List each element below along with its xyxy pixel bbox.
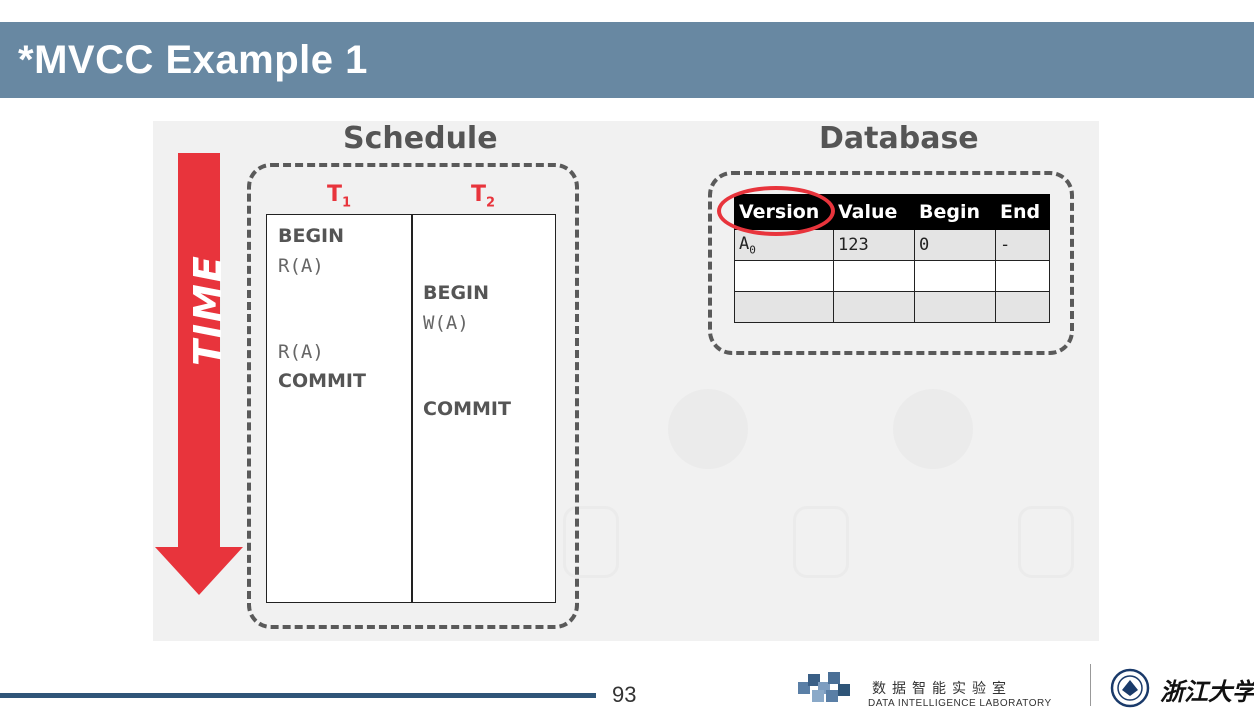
- diagram-panel: Schedule TIME T1 T2 BEGIN R(A) R(A) COMM…: [153, 121, 1099, 641]
- footer-separator: [1090, 664, 1091, 706]
- university-seal-icon: [1110, 668, 1150, 708]
- cell-end: [995, 260, 1050, 292]
- lab-name-chinese: 数据智能实验室: [872, 681, 1012, 697]
- title-bar: [0, 22, 1254, 98]
- t2-begin: BEGIN: [423, 282, 490, 304]
- col-value: Value: [833, 194, 915, 230]
- t2-write-a: W(A): [423, 312, 469, 334]
- cell-version: A0: [734, 229, 834, 261]
- t1-read-a-2: R(A): [278, 341, 324, 363]
- database-dashed-frame: [708, 171, 1074, 355]
- slide-title: *MVCC Example 1: [18, 38, 368, 82]
- column-divider: [411, 215, 413, 602]
- t1-begin: BEGIN: [278, 225, 345, 247]
- cell-begin: [914, 291, 996, 323]
- cell-end: [995, 291, 1050, 323]
- time-arrow-icon: [155, 153, 243, 595]
- time-label: TIME: [186, 254, 230, 366]
- university-name-chinese: 浙江大学: [1160, 677, 1254, 706]
- footer-line: [0, 693, 596, 698]
- skull-watermark-icon: [893, 389, 973, 469]
- col-begin: Begin: [914, 194, 996, 230]
- database-watermark-icon: [1018, 506, 1074, 578]
- t1-heading: T1: [327, 182, 352, 211]
- table-row: [734, 260, 1050, 292]
- t2-heading: T2: [471, 182, 496, 211]
- t1-read-a: R(A): [278, 255, 324, 277]
- skull-watermark-icon: [668, 389, 748, 469]
- version-highlight-circle: [717, 186, 835, 236]
- cell-begin: [914, 260, 996, 292]
- lab-cubes-logo-icon: [798, 672, 850, 702]
- schedule-heading: Schedule: [343, 121, 498, 156]
- cell-version: [734, 260, 834, 292]
- cell-version: [734, 291, 834, 323]
- schedule-table: BEGIN R(A) R(A) COMMIT BEGIN W(A) COMMIT: [266, 214, 556, 603]
- col-end: End: [995, 194, 1050, 230]
- cell-end: -: [995, 229, 1050, 261]
- table-row: [734, 291, 1050, 323]
- cell-value: [833, 291, 915, 323]
- database-watermark-icon: [563, 506, 619, 578]
- cell-begin: 0: [914, 229, 996, 261]
- schedule-dashed-frame: [247, 163, 579, 629]
- database-heading: Database: [819, 121, 979, 156]
- t1-commit: COMMIT: [278, 370, 366, 392]
- lab-name-english: DATA INTELLIGENCE LABORATORY: [868, 698, 1052, 709]
- cell-value: 123: [833, 229, 915, 261]
- page-number: 93: [612, 682, 637, 707]
- database-watermark-icon: [793, 506, 849, 578]
- t2-commit: COMMIT: [423, 398, 511, 420]
- cell-value: [833, 260, 915, 292]
